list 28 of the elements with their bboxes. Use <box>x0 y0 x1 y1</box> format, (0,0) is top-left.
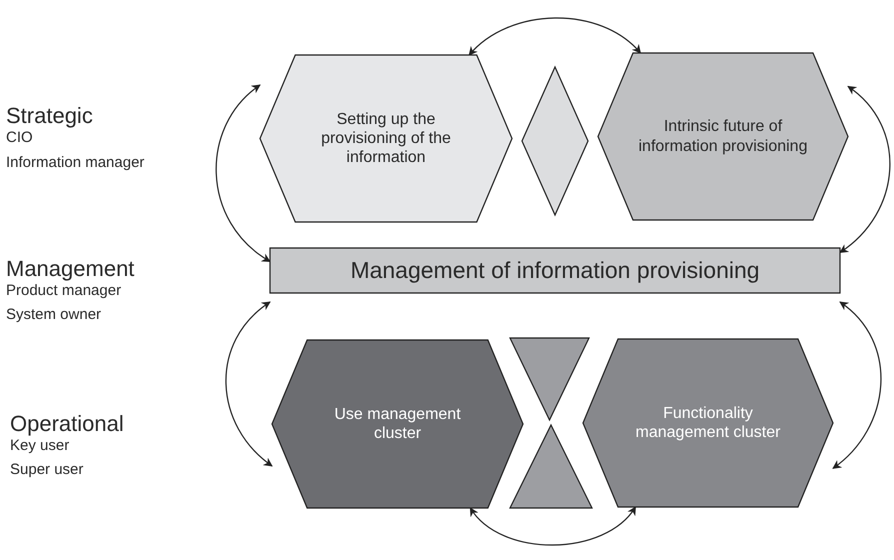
hexagon-box <box>272 340 523 508</box>
double-arrow <box>225 301 273 467</box>
role-label: CIO <box>6 130 33 146</box>
level-heading: Operational <box>10 412 124 436</box>
double-arrow <box>839 86 890 254</box>
double-arrow <box>468 17 642 56</box>
double-arrow <box>832 301 882 469</box>
role-label: Product manager <box>6 283 122 300</box>
triangle-shape <box>510 338 589 420</box>
level-heading: Strategic <box>6 104 93 128</box>
hexagon-box <box>583 339 833 507</box>
hexagon-box <box>598 53 848 220</box>
double-arrow <box>470 506 636 546</box>
role-label: System owner <box>6 307 102 324</box>
node-text: Intrinsic future of information provisioning <box>638 117 808 156</box>
role-label: Information manager <box>6 155 144 172</box>
node-text: Functionality management cluster <box>634 404 782 442</box>
hexagon-box <box>260 55 512 222</box>
role-label: Key user <box>10 438 70 454</box>
node-text: Management of information provisioning <box>350 256 760 284</box>
diamond-shape <box>522 67 588 215</box>
role-label: Super user <box>10 462 84 478</box>
level-heading: Management <box>6 257 134 282</box>
double-arrow <box>216 84 271 262</box>
rect-box <box>270 248 840 293</box>
triangle-shape <box>510 425 592 508</box>
node-text: Setting up the provisioning of the information <box>320 110 452 168</box>
node-text: Use management cluster <box>333 404 462 444</box>
